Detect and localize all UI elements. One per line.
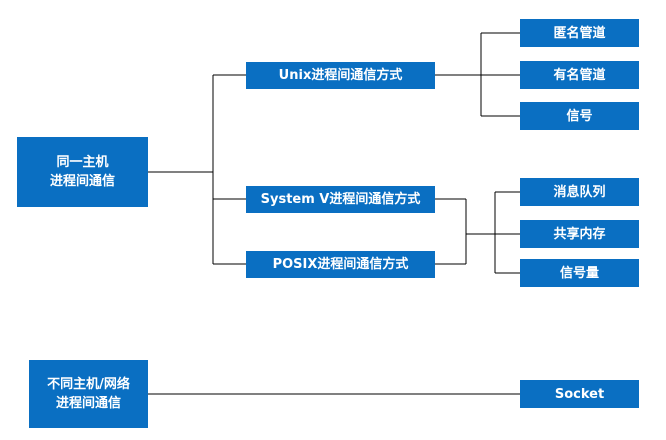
node-socket-label: Socket xyxy=(554,386,605,402)
node-semaphore-label: 信号量 xyxy=(559,265,599,281)
node-signal-label: 信号 xyxy=(566,108,593,124)
node-unix-ipc-label: Unix进程间通信方式 xyxy=(278,68,403,83)
node-named-pipe-label: 有名管道 xyxy=(553,67,606,83)
node-network-ipc-label: 不同主机/网络 进程间通信 xyxy=(47,377,130,411)
node-named-pipe[interactable]: 有名管道 xyxy=(520,61,639,89)
node-message-queue[interactable]: 消息队列 xyxy=(520,178,639,206)
node-posix-ipc[interactable]: POSIX进程间通信方式 xyxy=(246,251,435,278)
node-anonymous-pipe[interactable]: 匿名管道 xyxy=(520,19,639,47)
node-same-host-ipc-label: 同一主机 进程间通信 xyxy=(49,155,115,189)
node-message-queue-label: 消息队列 xyxy=(553,184,606,200)
node-signal[interactable]: 信号 xyxy=(520,102,639,130)
node-socket[interactable]: Socket xyxy=(520,380,639,408)
node-network-ipc[interactable]: 不同主机/网络 进程间通信 xyxy=(29,360,148,428)
node-semaphore[interactable]: 信号量 xyxy=(520,259,639,287)
node-unix-ipc[interactable]: Unix进程间通信方式 xyxy=(246,62,435,89)
node-shared-memory[interactable]: 共享内存 xyxy=(520,220,639,248)
node-posix-ipc-label: POSIX进程间通信方式 xyxy=(272,257,409,272)
node-anonymous-pipe-label: 匿名管道 xyxy=(553,25,606,41)
node-shared-memory-label: 共享内存 xyxy=(553,226,606,242)
node-system-v-ipc[interactable]: System V进程间通信方式 xyxy=(246,186,435,213)
node-same-host-ipc[interactable]: 同一主机 进程间通信 xyxy=(17,137,148,207)
node-system-v-ipc-label: System V进程间通信方式 xyxy=(260,192,421,207)
